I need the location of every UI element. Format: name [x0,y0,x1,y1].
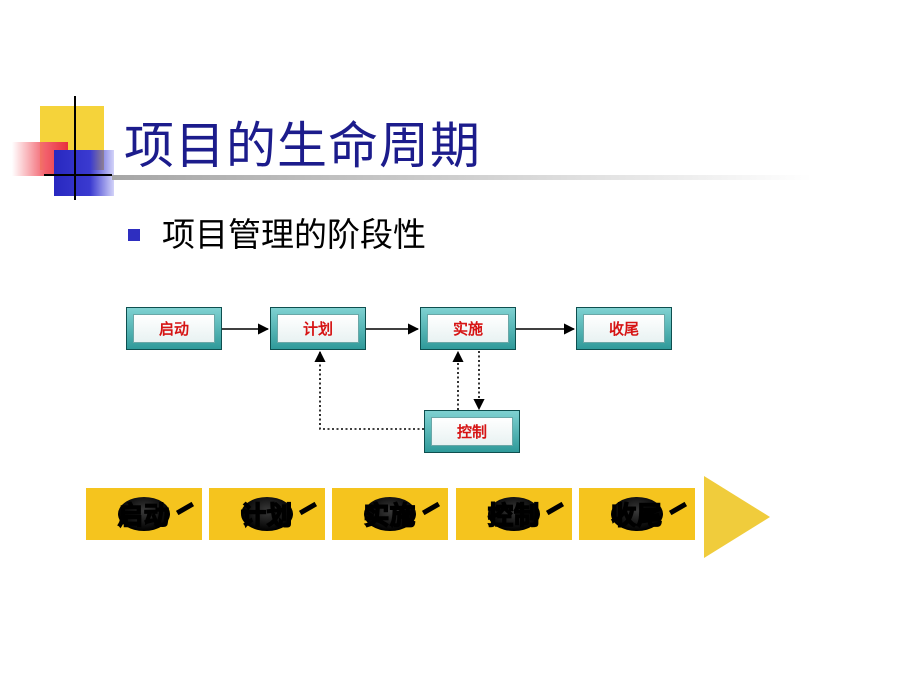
phase-label: 计划 [240,500,293,531]
title-underline [112,175,812,180]
flow-box-control: 控制 [424,410,520,453]
flow-box-plan-label: 计划 [277,314,359,343]
phase-pencil-icon [421,501,441,516]
flow-box-control-label: 控制 [431,417,513,446]
phase-label: 启动 [117,500,170,531]
phase-emblem-icon [364,497,416,531]
phase-label: 收尾 [610,500,663,531]
slide-title: 项目的生命周期 [124,117,481,175]
phase-pencil-icon [668,501,688,516]
phase-label: 实施 [363,500,416,531]
phase-block-execute: 实施 [332,488,448,540]
square-bullet-icon [128,229,140,241]
decor-horizontal-line [44,174,112,176]
bullet-item: 项目管理的阶段性 [128,213,426,257]
decor-vertical-line [74,96,76,200]
flow-box-start: 启动 [126,307,222,350]
flow-box-start-label: 启动 [133,314,215,343]
phase-pencil-icon [298,501,318,516]
phase-pencil-icon [175,501,195,516]
phase-block-control: 控制 [456,488,572,540]
progress-arrow-icon [704,476,770,558]
phase-label: 控制 [487,500,540,531]
flow-box-plan: 计划 [270,307,366,350]
bullet-text: 项目管理的阶段性 [162,215,426,254]
phase-block-start: 启动 [86,488,202,540]
flow-box-close-label: 收尾 [583,314,665,343]
flow-box-execute: 实施 [420,307,516,350]
phase-emblem-icon [241,497,293,531]
phase-block-plan: 计划 [209,488,325,540]
phase-emblem-icon [118,497,170,531]
feedback-control-to-plan [314,350,424,430]
phase-emblem-icon [611,497,663,531]
phase-emblem-icon [488,497,540,531]
phase-block-close: 收尾 [579,488,695,540]
decor-blue-square [54,150,114,196]
phase-pencil-icon [545,501,565,516]
flow-box-close: 收尾 [576,307,672,350]
flow-box-execute-label: 实施 [427,314,509,343]
